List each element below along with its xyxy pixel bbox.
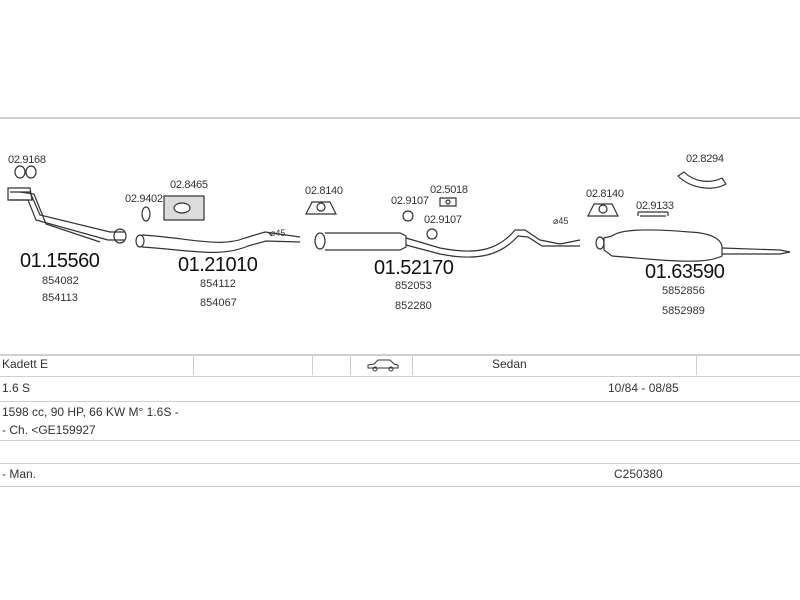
vehicle-model: Kadett E [2,357,49,371]
vehicle-spec: 1598 cc, 90 HP, 66 KW M° 1.6S - [2,405,179,419]
table-row: 1.6 S 10/84 - 08/85 [0,377,800,402]
exhaust-diagram: 02.9168 01.15560 854082 854113 02.9402 0… [0,120,800,355]
cell-divider [412,354,413,375]
vehicle-code: C250380 [614,467,663,481]
middle-pipe-drawing [135,231,301,253]
clip-drawing-b [637,211,669,217]
rear-silencer-number[interactable]: 01.63590 [645,261,725,283]
mount-label: 02.8465 [170,179,208,191]
ring-drawing-a [402,210,414,222]
table-row: Kadett E Sedan [0,354,800,377]
middle-pipe-number[interactable]: 01.21010 [178,254,258,276]
middle-silencer-ref-1: 852053 [395,280,432,292]
strap-label: 02.8294 [686,153,724,165]
vehicle-engine: 1.6 S [2,381,31,395]
front-pipe-number[interactable]: 01.15560 [20,250,100,272]
rear-silencer-ref-1: 5852856 [662,285,705,297]
clip-label-b: 02.9133 [636,200,674,212]
gasket-label: 02.9402 [125,193,163,205]
hanger-drawing-a [305,201,337,215]
exhaust-drawing [7,165,791,262]
vehicle-chassis: - Ch. <GE159927 [2,423,96,437]
middle-pipe-ref-2: 854067 [200,297,237,309]
gasket-drawing [141,206,151,222]
ring-label-a: 02.9107 [391,195,429,207]
clip-drawing [439,197,457,207]
clamp-label: 02.9168 [8,154,46,166]
table-row: - Ch. <GE159927 [0,420,800,441]
cell-divider [696,354,697,375]
rear-silencer-drawing [595,229,791,262]
cell-divider [350,354,351,375]
vehicle-body: Sedan [492,357,527,371]
table-row: - Man. C250380 [0,464,800,487]
car-sedan-icon [366,358,400,375]
table-row: 1598 cc, 90 HP, 66 KW M° 1.6S - [0,402,800,420]
hanger-label-a: 02.8140 [305,185,343,197]
table-top-rule [0,354,800,356]
clamp-drawing [14,165,37,179]
rear-silencer-ref-2: 5852989 [662,305,705,317]
mount-drawing [163,195,205,221]
middle-silencer-number[interactable]: 01.52170 [374,257,454,279]
middle-silencer-ref-2: 852280 [395,300,432,312]
middle-pipe-angle: ⌀45 [270,228,286,238]
cell-divider [193,354,194,375]
strap-drawing [677,171,727,189]
vehicle-transmission: - Man. [2,467,37,481]
front-pipe-drawing [7,187,127,244]
vehicle-period: 10/84 - 08/85 [608,381,679,395]
cell-divider [312,354,313,375]
hanger-label-b: 02.8140 [586,188,624,200]
front-pipe-ref-1: 854082 [42,275,79,287]
table-row [0,441,800,464]
middle-silencer-drawing [314,229,581,258]
ring-label-b: 02.9107 [424,214,462,226]
ring-drawing-b [426,228,438,240]
hanger-drawing-b [587,203,619,217]
middle-silencer-angle: ⌀45 [553,216,569,226]
middle-pipe-ref-1: 854112 [200,278,236,290]
clip-label: 02.5018 [430,184,468,196]
front-pipe-ref-2: 854113 [42,292,78,304]
top-rule [0,117,800,119]
